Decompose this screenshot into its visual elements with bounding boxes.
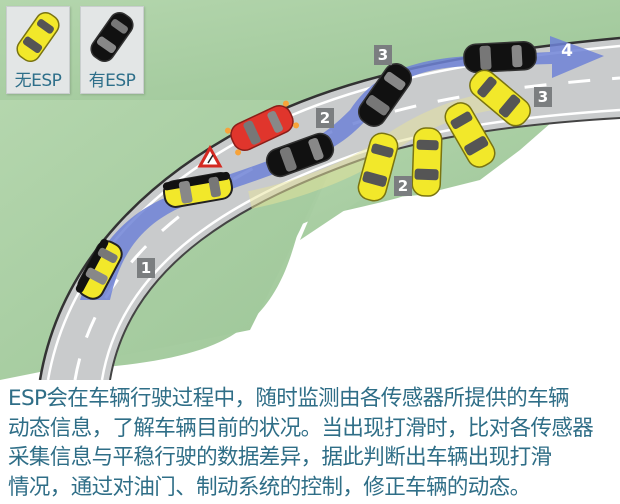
red-obstacle-car [224,100,300,156]
step-marker-3-side: 3 [534,87,552,107]
esp-diagram-scene: 1 2 2 3 3 4 无ESP 有ESP [0,0,620,381]
step-marker-2-road: 2 [316,108,334,128]
legend-label-without-esp: 无ESP [14,71,62,91]
description-line-2: 动态信息，了解车辆目前的状况。当出现打滑时，比对各传感器 [8,415,594,441]
black-car-icon [90,11,134,63]
legend-label-with-esp: 有ESP [88,71,136,91]
road-illustration [0,0,620,381]
black-car-4 [357,63,413,127]
esp-description: ESP会在车辆行驶过程中，随时监测由各传感器所提供的车辆 动态信息，了解车辆目前… [8,384,614,502]
description-line-3: 采集信息与平稳行驶的数据差异，据此判断出车辆出现打滑 [8,445,552,470]
yellow-car-skid-3 [444,102,496,168]
step-marker-4: 4 [561,41,573,61]
description-line-4: 情况，通过对油门、制动系统的控制，修正车辆的动态。 [8,474,531,500]
black-car-1 [75,238,123,300]
step-marker-1: 1 [137,258,155,278]
description-line-1: ESP会在车辆行驶过程中，随时监测由各传感器所提供的车辆 [8,386,570,411]
yellow-car-skid-1 [357,132,399,202]
black-car-5 [463,40,537,74]
yellow-car-skid-4 [469,69,531,127]
yellow-car-skid-2 [411,127,443,197]
step-marker-2-offroad: 2 [394,176,412,196]
esp-trajectory-arrow [80,36,604,300]
warning-triangle-icon [197,144,223,168]
legend-without-esp: 无ESP [6,6,70,94]
legend: 无ESP 有ESP [6,6,144,94]
yellow-car-icon [16,11,60,63]
legend-with-esp: 有ESP [80,6,144,94]
black-car-2 [162,171,233,208]
step-marker-3-road: 3 [374,45,392,65]
black-car-3 [265,132,335,178]
